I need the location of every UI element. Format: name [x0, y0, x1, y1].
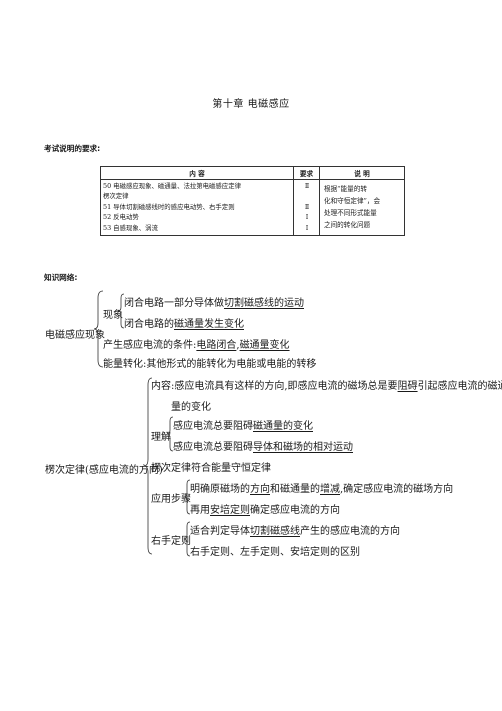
level-value: Ⅱ	[304, 202, 310, 211]
right-hand-item-1: 适合判定导体切割磁感线产生的感应电流的方向	[190, 526, 400, 537]
note-cell: 根据“能量的转 化和守恒定律”，会 处理不同形式能量 之间的转化问题	[319, 179, 405, 236]
header-content: 内 容	[100, 166, 294, 180]
right-hand-item-2: 右手定则、左手定则、安培定则的区别	[190, 547, 360, 558]
understand-item-1: 感应电流总要阻碍磁通量的变化	[173, 421, 313, 432]
lenz-brace	[143, 377, 153, 555]
content-line: 53 自感现象、涡流	[103, 223, 158, 232]
phenomenon-brace	[117, 293, 125, 329]
understand-brace	[166, 416, 174, 452]
steps-label: 应用步骤	[151, 494, 191, 505]
content-line: 楞次定律	[103, 192, 129, 201]
knowledge-network-heading: 知识网络:	[44, 273, 78, 282]
level-cell: Ⅱ Ⅱ Ⅰ Ⅰ	[293, 179, 320, 236]
page-title: 第十章 电磁感应	[212, 99, 290, 110]
note-line: 之间的转化问题	[324, 221, 371, 230]
level-value: Ⅱ	[304, 182, 310, 190]
content-line: 52 反电动势	[103, 213, 139, 222]
steps-item-1: 明确原磁场的方向和磁通量的增减,确定感应电流的磁场方向	[190, 484, 454, 495]
phenomenon-label: 现象	[103, 310, 123, 321]
lenz-root: 楞次定律(感应电流的方向)	[45, 465, 163, 476]
exam-requirements-heading: 考试说明的要求:	[44, 144, 101, 153]
content-line: 51 导体切割磁感线时的感应电动势、右手定则	[103, 202, 235, 211]
steps-item-2: 再用安培定则确定感应电流的方向	[190, 505, 340, 516]
requirements-table: 内 容 要求 说 明 50 电磁感应现象、磁通量、法拉第电磁感应定律 楞次定律 …	[100, 166, 405, 236]
content-cell: 50 电磁感应现象、磁通量、法拉第电磁感应定律 楞次定律 51 导体切割磁感线时…	[100, 179, 294, 236]
understand-label: 理解	[151, 432, 171, 443]
level-value: Ⅰ	[305, 223, 309, 232]
level-value: Ⅰ	[305, 213, 309, 222]
lenz-energy-item: 楞次定律符合能量守恒定律	[151, 463, 271, 474]
table-header-row: 内 容 要求 说 明	[100, 166, 405, 180]
content-line: 50 电磁感应现象、磁通量、法拉第电磁感应定律	[103, 182, 241, 190]
induction-energy: 能量转化:其他形式的能转化为电能或电能的转移	[103, 359, 317, 370]
table-row: 50 电磁感应现象、磁通量、法拉第电磁感应定律 楞次定律 51 导体切割磁感线时…	[100, 179, 405, 236]
right-hand-label: 右手定则	[151, 536, 191, 547]
induction-brace	[93, 290, 104, 368]
note-line: 化和守恒定律”，会	[324, 197, 381, 206]
level-value	[296, 191, 318, 201]
steps-brace	[183, 479, 191, 515]
phenomenon-item-2: 闭合电路的磁通量发生变化	[124, 319, 244, 330]
right-hand-brace	[183, 521, 191, 557]
header-note: 说 明	[319, 166, 405, 180]
understand-item-2: 感应电流总要阻碍导体和磁场的相对运动	[173, 442, 353, 453]
induction-condition: 产生感应电流的条件:电路闭合,磁通量变化	[103, 340, 290, 351]
lenz-content-line-1: 内容:感应电流具有这样的方向,即感应电流的磁场总是要阻碍引起感应电流的磁通	[151, 381, 502, 392]
lenz-content-line-2: 量的变化	[171, 402, 211, 413]
phenomenon-item-1: 闭合电路一部分导体做切割磁感线的运动	[124, 298, 304, 309]
note-line: 根据“能量的转	[324, 185, 367, 194]
note-line: 处理不同形式能量	[324, 209, 377, 218]
induction-root: 电磁感应现象	[45, 330, 105, 341]
header-level: 要求	[293, 166, 320, 180]
